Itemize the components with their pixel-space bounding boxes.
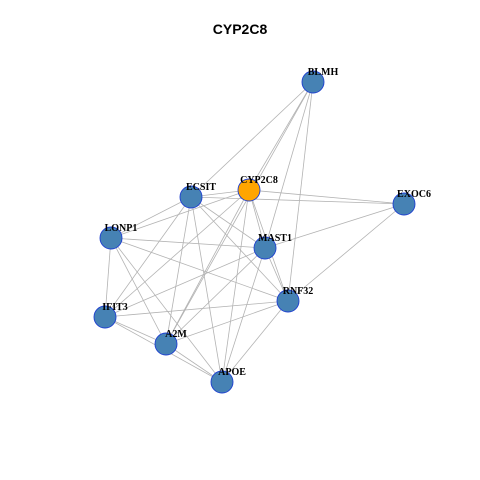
node-ifit3[interactable]: [93, 305, 117, 329]
node-label-a2m: A2M: [165, 329, 187, 340]
edge-cyp2c8-ifit3: [104, 189, 250, 318]
node-apoe[interactable]: [210, 370, 234, 394]
edge-lonp1-rnf32: [110, 237, 289, 302]
edge-cyp2c8-apoe: [221, 189, 250, 383]
edge-layer: [104, 81, 405, 383]
edge-lonp1-ifit3: [104, 237, 112, 318]
edge-blmh-rnf32: [287, 81, 314, 302]
edge-ecsit-a2m: [165, 196, 192, 345]
node-label-cyp2c8: CYP2C8: [240, 175, 278, 186]
edge-blmh-ecsit: [190, 81, 314, 198]
edge-exoc6-mast1: [264, 203, 405, 249]
node-mast1[interactable]: [253, 236, 277, 260]
node-exoc6[interactable]: [392, 192, 416, 216]
edge-cyp2c8-exoc6: [248, 189, 405, 205]
node-label-blmh: BLMH: [308, 67, 339, 78]
edge-ecsit-apoe: [190, 196, 223, 383]
graph-title: CYP2C8: [212, 21, 268, 37]
node-label-apoe: APOE: [218, 367, 246, 378]
node-ecsit[interactable]: [179, 185, 203, 209]
node-cyp2c8[interactable]: [237, 178, 261, 202]
edge-rnf32-a2m: [165, 300, 289, 345]
edge-rnf32-ifit3: [104, 300, 289, 318]
edge-blmh-mast1: [264, 81, 314, 249]
edge-blmh-cyp2c8: [248, 81, 314, 191]
edge-mast1-apoe: [221, 247, 266, 383]
node-label-lonp1: LONP1: [105, 223, 138, 234]
edge-ecsit-rnf32: [190, 196, 289, 302]
node-layer: [93, 70, 416, 394]
node-rnf32[interactable]: [276, 289, 300, 313]
edge-rnf32-apoe: [221, 300, 289, 383]
node-label-ifit3: IFIT3: [102, 302, 128, 313]
edge-lonp1-apoe: [110, 237, 223, 383]
edge-mast1-ifit3: [104, 247, 266, 318]
edge-lonp1-mast1: [110, 237, 266, 249]
node-lonp1[interactable]: [99, 226, 123, 250]
edge-ecsit-lonp1: [110, 196, 192, 239]
node-a2m[interactable]: [154, 332, 178, 356]
edge-lonp1-a2m: [110, 237, 167, 345]
node-label-rnf32: RNF32: [283, 286, 314, 297]
edge-mast1-a2m: [165, 247, 266, 345]
edge-ecsit-ifit3: [104, 196, 192, 318]
edge-ecsit-exoc6: [190, 196, 405, 205]
edge-cyp2c8-a2m: [165, 189, 250, 345]
edge-exoc6-rnf32: [287, 203, 405, 302]
node-label-exoc6: EXOC6: [397, 189, 431, 200]
node-label-mast1: MAST1: [258, 233, 292, 244]
edge-blmh-a2m: [165, 81, 314, 345]
node-blmh[interactable]: [301, 70, 325, 94]
node-label-ecsit: ECSIT: [186, 182, 216, 193]
edge-cyp2c8-lonp1: [110, 189, 250, 239]
